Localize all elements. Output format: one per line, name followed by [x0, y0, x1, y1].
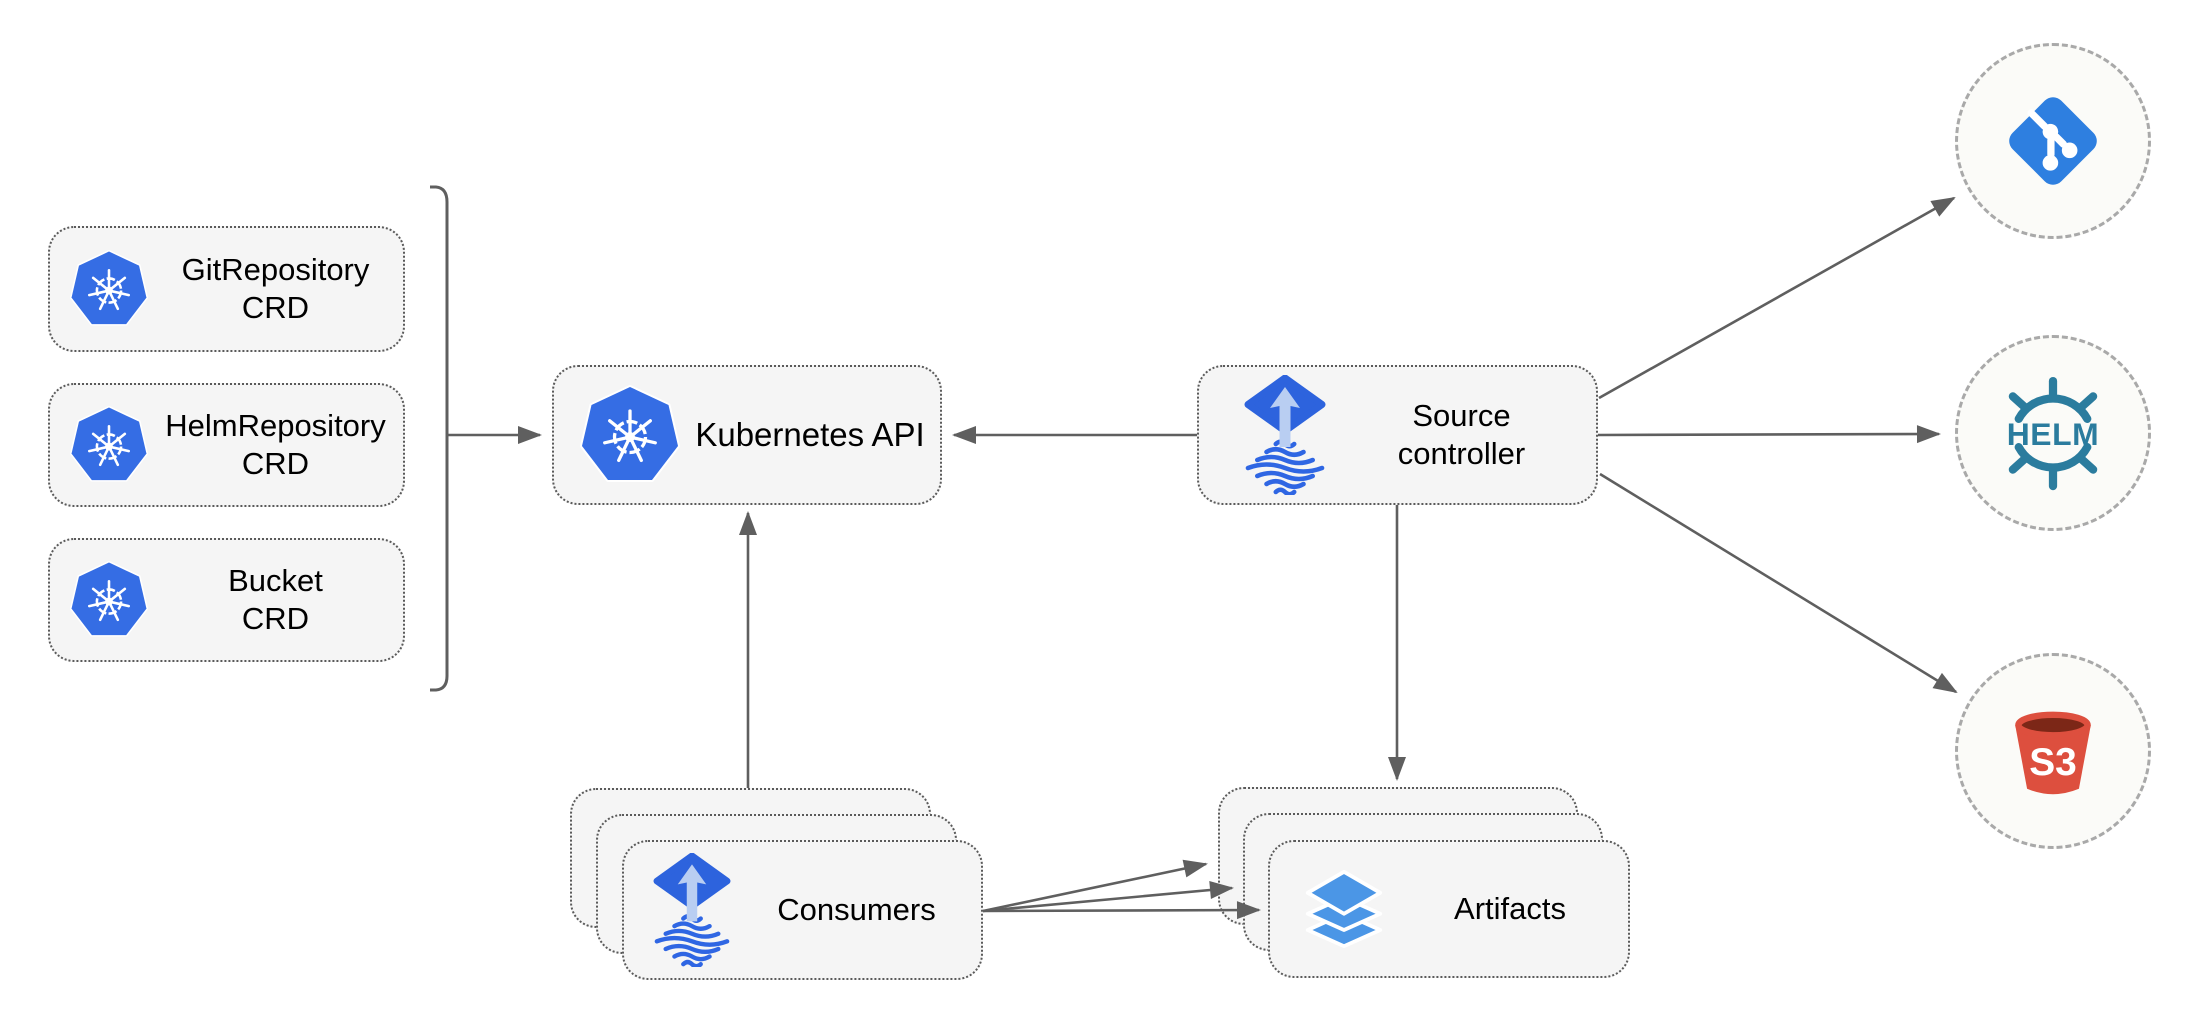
kubernetes-icon: [580, 385, 680, 485]
external-helm: HELM: [1955, 335, 2151, 531]
external-git: [1955, 43, 2151, 239]
arrow-source-to-git: [1598, 196, 1956, 400]
flux-source-icon: [652, 853, 732, 967]
arrow-consumers-to-artifacts-2: [982, 881, 1234, 913]
node-artifacts: Artifacts: [1268, 840, 1630, 978]
arrow-consumers-to-artifacts-3: [982, 901, 1261, 920]
layers-icon: [1296, 868, 1392, 950]
node-kubernetes-api: Kubernetes API: [552, 365, 942, 505]
s3-text: S3: [2029, 741, 2077, 784]
artifacts-label: Artifacts: [1454, 890, 1566, 926]
arrow-source-to-s3: [1599, 472, 1958, 694]
helm-text: HELM: [2007, 416, 2100, 452]
bucket-crd-line1: Bucket: [228, 562, 323, 598]
source-controller-line1: Source: [1412, 397, 1511, 433]
kubernetes-icon: [70, 561, 148, 639]
arrow-source-to-helm: [1597, 425, 1941, 444]
external-s3: S3: [1955, 653, 2151, 849]
helmrepository-crd-line1: HelmRepository: [165, 407, 386, 443]
consumers-label: Consumers: [777, 891, 936, 927]
kubernetes-icon: [70, 250, 148, 328]
arrow-consumers-to-artifacts-1: [982, 859, 1208, 913]
gitrepository-crd-line2: CRD: [241, 290, 310, 325]
flux-source-icon: [1243, 375, 1327, 495]
kubernetes-icon: [70, 406, 148, 484]
gitrepository-crd-line1: GitRepository: [181, 251, 370, 287]
bucket-crd-line2: CRD: [241, 601, 310, 636]
helmrepository-crd-line2: CRD: [241, 446, 310, 481]
helm-icon: HELM: [2007, 376, 2100, 491]
crd-group-bracket: [430, 185, 449, 692]
s3-bucket-icon: S3: [2015, 711, 2091, 795]
node-consumers: Consumers: [622, 840, 983, 980]
source-controller-line2: controller: [1397, 436, 1526, 471]
git-icon: [2009, 97, 2097, 185]
kubernetes-api-label: Kubernetes API: [695, 415, 925, 453]
